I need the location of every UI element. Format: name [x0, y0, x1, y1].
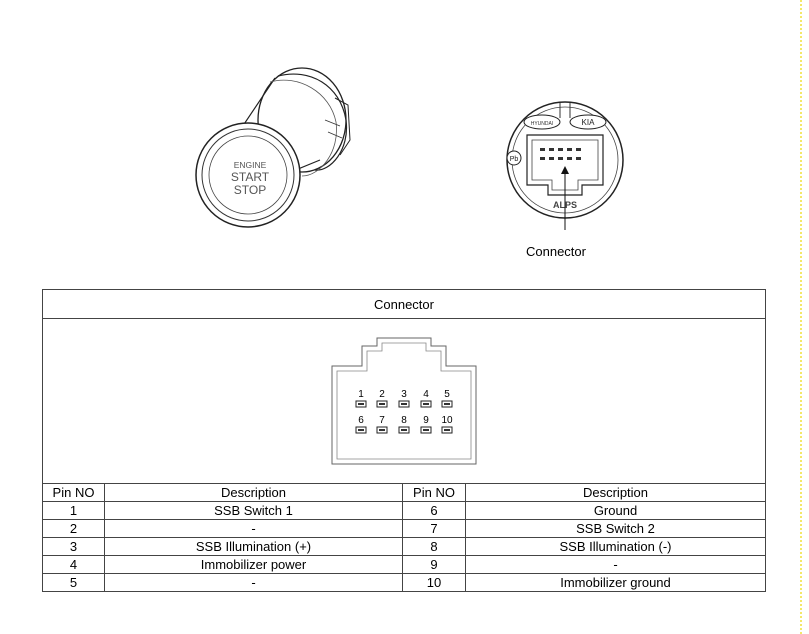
pin-number: 4 [42, 555, 105, 574]
pin-description: SSB Illumination (+) [104, 537, 403, 556]
header-pin-no-left: Pin NO [42, 483, 105, 502]
pb-badge-text: Pb [510, 156, 519, 163]
pin-label-4: 4 [423, 389, 429, 400]
pin-label-8: 8 [401, 415, 407, 426]
pin-table: Connector 1 2 3 4 5 6 7 8 9 10 [42, 289, 766, 592]
start-stop-button-illustration: ENGINE START STOP [195, 67, 351, 228]
table-row: 2 - 7 SSB Switch 2 [42, 519, 766, 538]
button-text-start: START [231, 170, 270, 184]
pin-label-9: 9 [423, 415, 429, 426]
connector-rear-view-illustration: HYUNDAI KIA Pb ALPS [506, 101, 624, 230]
page-edge-marker [800, 0, 805, 634]
kia-logo-text: KIA [582, 118, 596, 127]
table-row: 1 SSB Switch 1 6 Ground [42, 501, 766, 520]
pin-label-1: 1 [358, 389, 364, 400]
header-description-right: Description [465, 483, 766, 502]
pin-number: 2 [42, 519, 105, 538]
pin-description: SSB Illumination (-) [465, 537, 766, 556]
pin-label-10: 10 [441, 415, 453, 426]
pin-description: Immobilizer ground [465, 573, 766, 592]
table-row: 3 SSB Illumination (+) 8 SSB Illuminatio… [42, 537, 766, 556]
table-row: 5 - 10 Immobilizer ground [42, 573, 766, 592]
connector-pinout-diagram: 1 2 3 4 5 6 7 8 9 10 [331, 337, 477, 465]
pin-description: - [104, 573, 403, 592]
pin-number: 10 [402, 573, 466, 592]
pin-description: Ground [465, 501, 766, 520]
pin-label-2: 2 [379, 389, 385, 400]
pin-description: - [104, 519, 403, 538]
pin-number: 6 [402, 501, 466, 520]
table-header-row: Pin NO Description Pin NO Description [42, 483, 766, 502]
alps-maker-text: ALPS [553, 200, 577, 210]
pin-label-5: 5 [444, 389, 450, 400]
pin-number: 3 [42, 537, 105, 556]
pin-number: 7 [402, 519, 466, 538]
hyundai-logo-text: HYUNDAI [531, 121, 554, 127]
table-title: Connector [42, 289, 766, 319]
pin-number: 5 [42, 573, 105, 592]
pin-description: SSB Switch 1 [104, 501, 403, 520]
button-text-engine: ENGINE [234, 160, 267, 170]
header-pin-no-right: Pin NO [402, 483, 466, 502]
pin-number: 1 [42, 501, 105, 520]
pin-label-3: 3 [401, 389, 407, 400]
pin-description: - [465, 555, 766, 574]
pin-number: 8 [402, 537, 466, 556]
connector-pinout-diagram-cell: 1 2 3 4 5 6 7 8 9 10 [42, 318, 766, 484]
table-row: 4 Immobilizer power 9 - [42, 555, 766, 574]
pin-description: SSB Switch 2 [465, 519, 766, 538]
pin-label-7: 7 [379, 415, 385, 426]
pin-label-6: 6 [358, 415, 364, 426]
button-text-stop: STOP [234, 183, 266, 197]
pin-number: 9 [402, 555, 466, 574]
connector-callout-label: Connector [526, 244, 586, 259]
pin-description: Immobilizer power [104, 555, 403, 574]
header-description-left: Description [104, 483, 403, 502]
